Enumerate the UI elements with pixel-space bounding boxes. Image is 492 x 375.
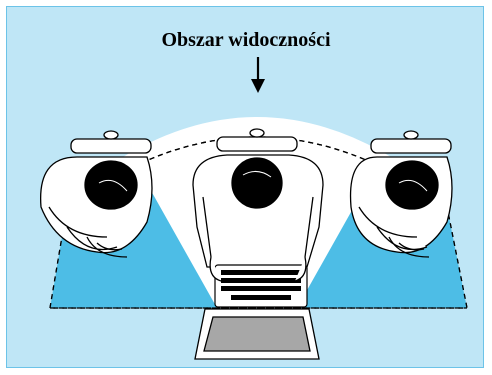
left-side-viewer [41,131,152,257]
laptop-screen [195,309,319,359]
arrow-down-icon [251,79,265,93]
viewing-angle-illustration [7,7,484,368]
laptop-keyboard [215,265,307,307]
diagram-frame: Obszar widoczności [6,6,484,368]
